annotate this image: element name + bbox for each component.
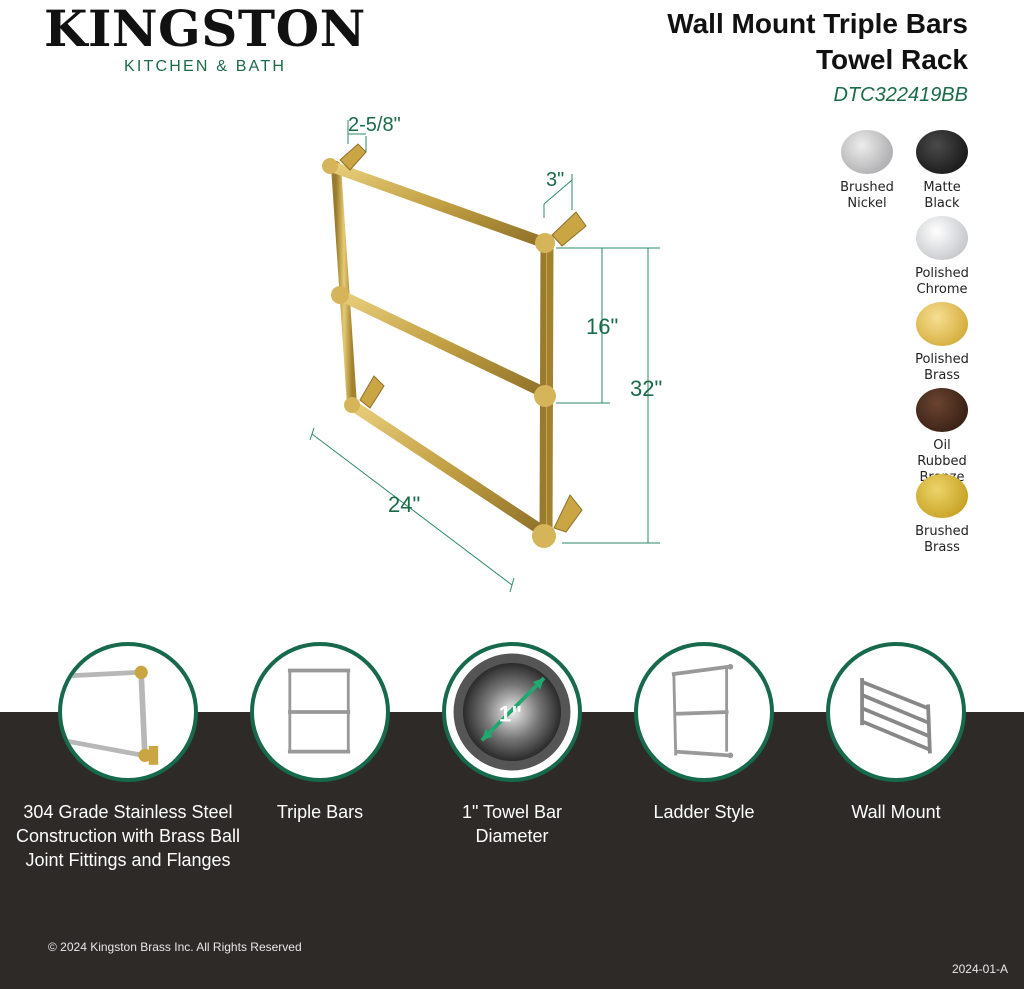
dimension-flange: 3" [546, 169, 564, 191]
model-number: DTC322419BB [833, 84, 968, 106]
document-code: 2024-01-A [951, 962, 1008, 976]
swatch [916, 302, 968, 346]
rack-frame [322, 143, 587, 548]
dimension-width: 24" [388, 492, 420, 517]
swatch [916, 130, 968, 174]
swatch [916, 388, 968, 432]
dimension-bar-spacing: 16" [586, 314, 618, 339]
product-title-block: Wall Mount Triple Bars Towel Rack DTC322… [608, 6, 968, 107]
feature-icon-wall-mount [826, 642, 966, 782]
feature-icon-ladder [634, 642, 774, 782]
feature-triple-bars-label: Triple Bars [276, 802, 364, 822]
brand-name: KINGSTON [44, 0, 366, 58]
swatch [841, 130, 893, 174]
brand-tagline: KITCHEN & BATH [124, 58, 287, 75]
feature-wall-mount-label: Wall Mount [851, 802, 941, 822]
brand-logo: KINGSTON KITCHEN & BATH [44, 2, 384, 76]
feature-icon-triple-bars [250, 642, 390, 782]
dimension-lines [309, 120, 660, 593]
product-title-line2: Towel Rack [816, 44, 968, 75]
diameter-badge: 1" [499, 701, 522, 726]
feature-icon-diameter: 1" [442, 642, 582, 782]
towel-rack-diagram: 2-5/8" 3" 16" 32" 24" [309, 114, 662, 593]
finish-oil-rubbed-bronze[interactable]: Oil RubbedBronze [907, 388, 977, 486]
feature-ladder-label: Ladder Style [653, 802, 755, 822]
product-title-line1: Wall Mount Triple Bars [667, 8, 968, 39]
dimension-height: 32" [630, 376, 662, 401]
feature-icon-construction [58, 642, 198, 782]
swatch [916, 474, 968, 518]
swatch [916, 216, 968, 260]
dimension-projection: 2-5/8" [348, 114, 401, 136]
copyright-text: © 2024 Kingston Brass Inc. All Rights Re… [48, 940, 302, 954]
